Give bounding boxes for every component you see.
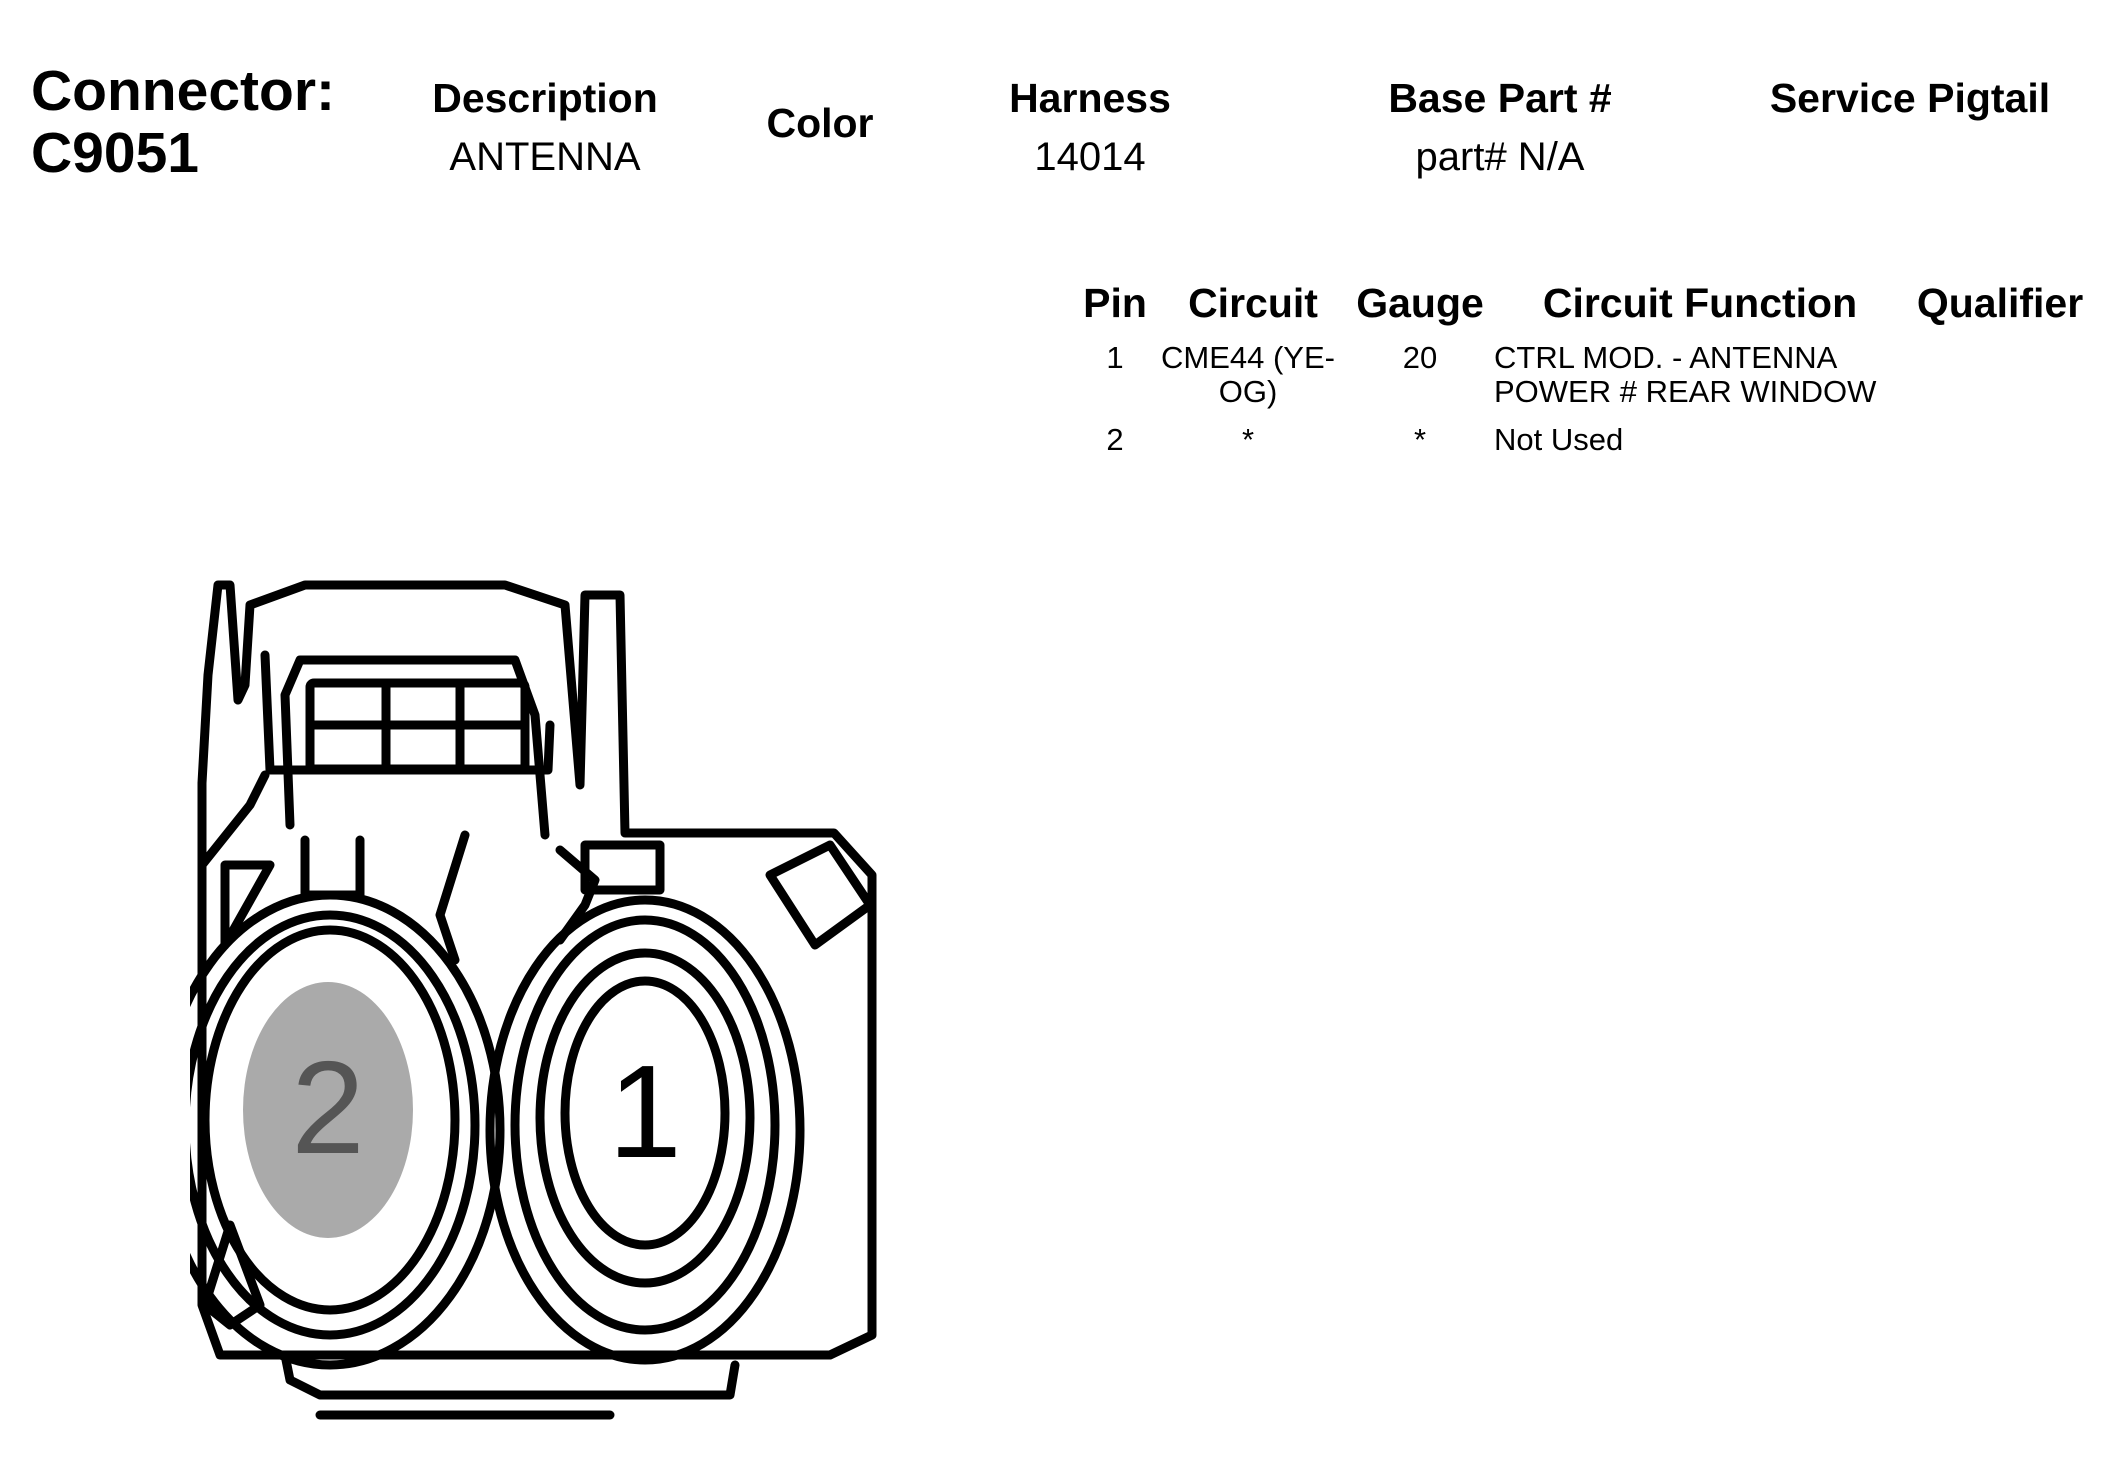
connector-tab-outline — [765, 840, 875, 950]
cavity-2-tower — [300, 835, 365, 900]
circuit-function-value: CTRL MOD. - ANTENNA POWER # REAR WINDOW — [1494, 341, 1914, 409]
connector-key-outline — [220, 860, 275, 950]
color-header: Color — [766, 100, 874, 146]
pin-header: Pin — [1083, 280, 1147, 326]
cavity-2-middle-ring — [190, 910, 480, 1340]
cavity-1-outer-ring — [485, 895, 805, 1365]
cavity-1-tower — [580, 840, 665, 895]
base-part-header: Base Part # — [1388, 75, 1612, 121]
connector-id: C9051 — [31, 121, 199, 185]
cavity-2-inner-ring — [200, 925, 460, 1315]
cavity-1-inner-ring — [535, 948, 755, 1288]
circuit-line: OG) — [1218, 374, 1278, 409]
circuit-header: Circuit — [1188, 280, 1318, 326]
cavity-1: 1 — [485, 895, 805, 1365]
cavity-1-middle-ring — [510, 915, 780, 1335]
gauge-header: Gauge — [1356, 280, 1484, 326]
cavity-2-label: 2 — [291, 1034, 364, 1181]
circuit-function-value: Not Used — [1494, 422, 1624, 457]
gauge-value: 20 — [1402, 340, 1438, 375]
cavity-1-pin-ring — [560, 976, 730, 1250]
circuit-line: CME44 (YE- — [1161, 340, 1335, 375]
function-line: CTRL MOD. - ANTENNA — [1494, 340, 1838, 375]
cavity-1-label: 1 — [608, 1038, 681, 1185]
circuit-function-header: Circuit Function — [1542, 280, 1858, 326]
circuit-line: * — [1241, 422, 1255, 457]
cavity-2-outer-ring — [190, 890, 505, 1370]
connector-base-outline — [280, 1350, 740, 1400]
description-header: Description — [432, 75, 658, 121]
connector-face-diagram: 2 1 — [190, 580, 877, 1420]
connector-latch-outline — [280, 655, 550, 840]
connector-edge-detail — [197, 770, 270, 870]
cavity-2: 2 — [190, 890, 505, 1370]
base-part-value: part# N/A — [1415, 135, 1585, 179]
service-pigtail-header: Service Pigtail — [1769, 75, 2051, 121]
pin-number: 1 — [1106, 340, 1124, 375]
function-line: POWER # REAR WINDOW — [1494, 374, 1877, 409]
connector-title: Connector: C9051 — [31, 60, 335, 184]
circuit-value: * — [1148, 423, 1348, 457]
harness-header: Harness — [1009, 75, 1171, 121]
connector-center-latch — [435, 830, 470, 965]
connector-body-outline — [197, 580, 877, 1360]
pin-number: 2 — [1106, 422, 1124, 457]
description-value: ANTENNA — [449, 135, 641, 179]
qualifier-header: Qualifier — [1916, 280, 2084, 326]
connector-label: Connector: — [31, 59, 335, 123]
cavity-2-fill — [243, 982, 413, 1238]
harness-value: 14014 — [1034, 135, 1146, 179]
gauge-value: * — [1413, 422, 1427, 457]
circuit-value: CME44 (YE- OG) — [1148, 341, 1348, 409]
